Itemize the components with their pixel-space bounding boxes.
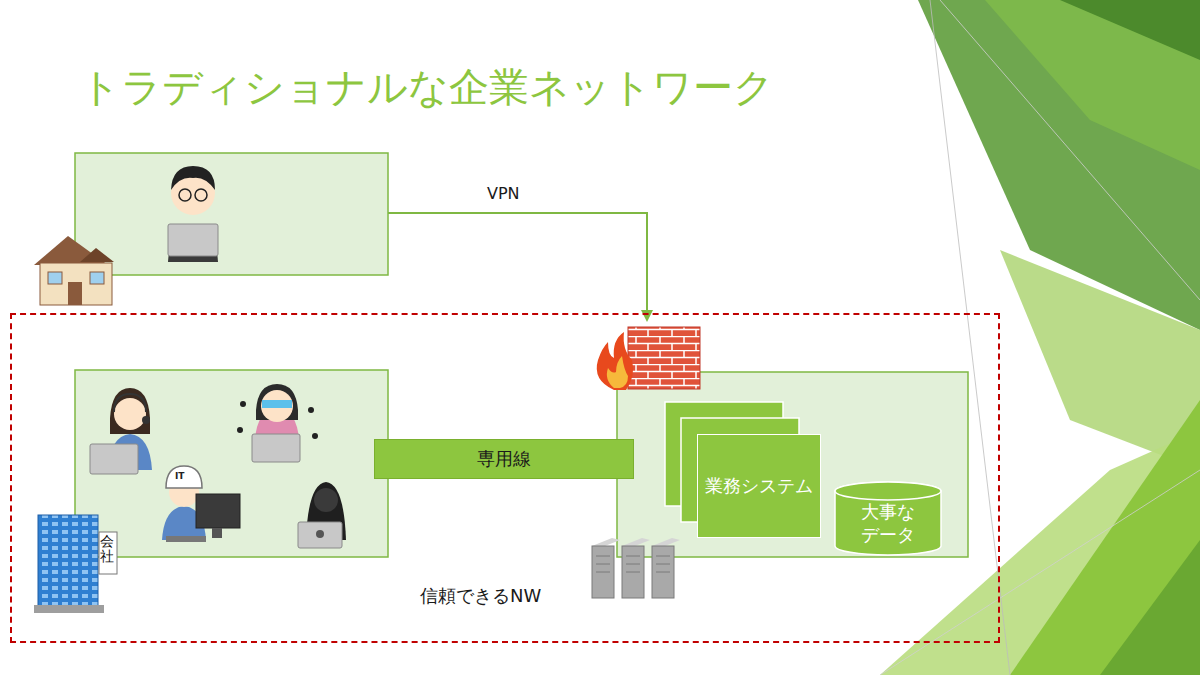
node-label: 大事なデータ [859, 501, 917, 546]
office-building [34, 515, 117, 613]
slide-title: トラディショナルな企業ネットワーク [80, 60, 774, 115]
firewall-icon [597, 327, 700, 390]
decoration [880, 0, 1200, 675]
it-worker [162, 466, 240, 542]
office-panel [75, 370, 388, 557]
leased-line-band: 専用線 [374, 439, 634, 479]
house-icon [34, 236, 114, 305]
server-icon [592, 538, 680, 598]
vpn-line [388, 213, 647, 312]
node-label: 業務システム [705, 475, 813, 498]
operator-worker [90, 388, 152, 474]
home-panel [75, 153, 388, 275]
cylinder-body [835, 482, 941, 555]
hacker [298, 482, 346, 548]
node-label: 専用線 [477, 448, 531, 471]
business-system-box: 業務システム [697, 434, 821, 538]
vpn-label: VPN [487, 184, 520, 203]
region-label: 信頼できるNW [420, 585, 541, 608]
troubled-worker [237, 384, 318, 462]
cylinder-top [835, 482, 941, 500]
trusted-network-region: 信頼できるNW 専用線業務システム大事なデータ [10, 313, 1000, 643]
company-sign: 会社 [100, 534, 114, 565]
database-cylinder: 大事なデータ [834, 482, 942, 555]
helmet-label: IT [175, 471, 185, 481]
datacenter-panel [617, 372, 968, 557]
remote-worker [168, 166, 218, 262]
arrow-head [641, 310, 653, 322]
